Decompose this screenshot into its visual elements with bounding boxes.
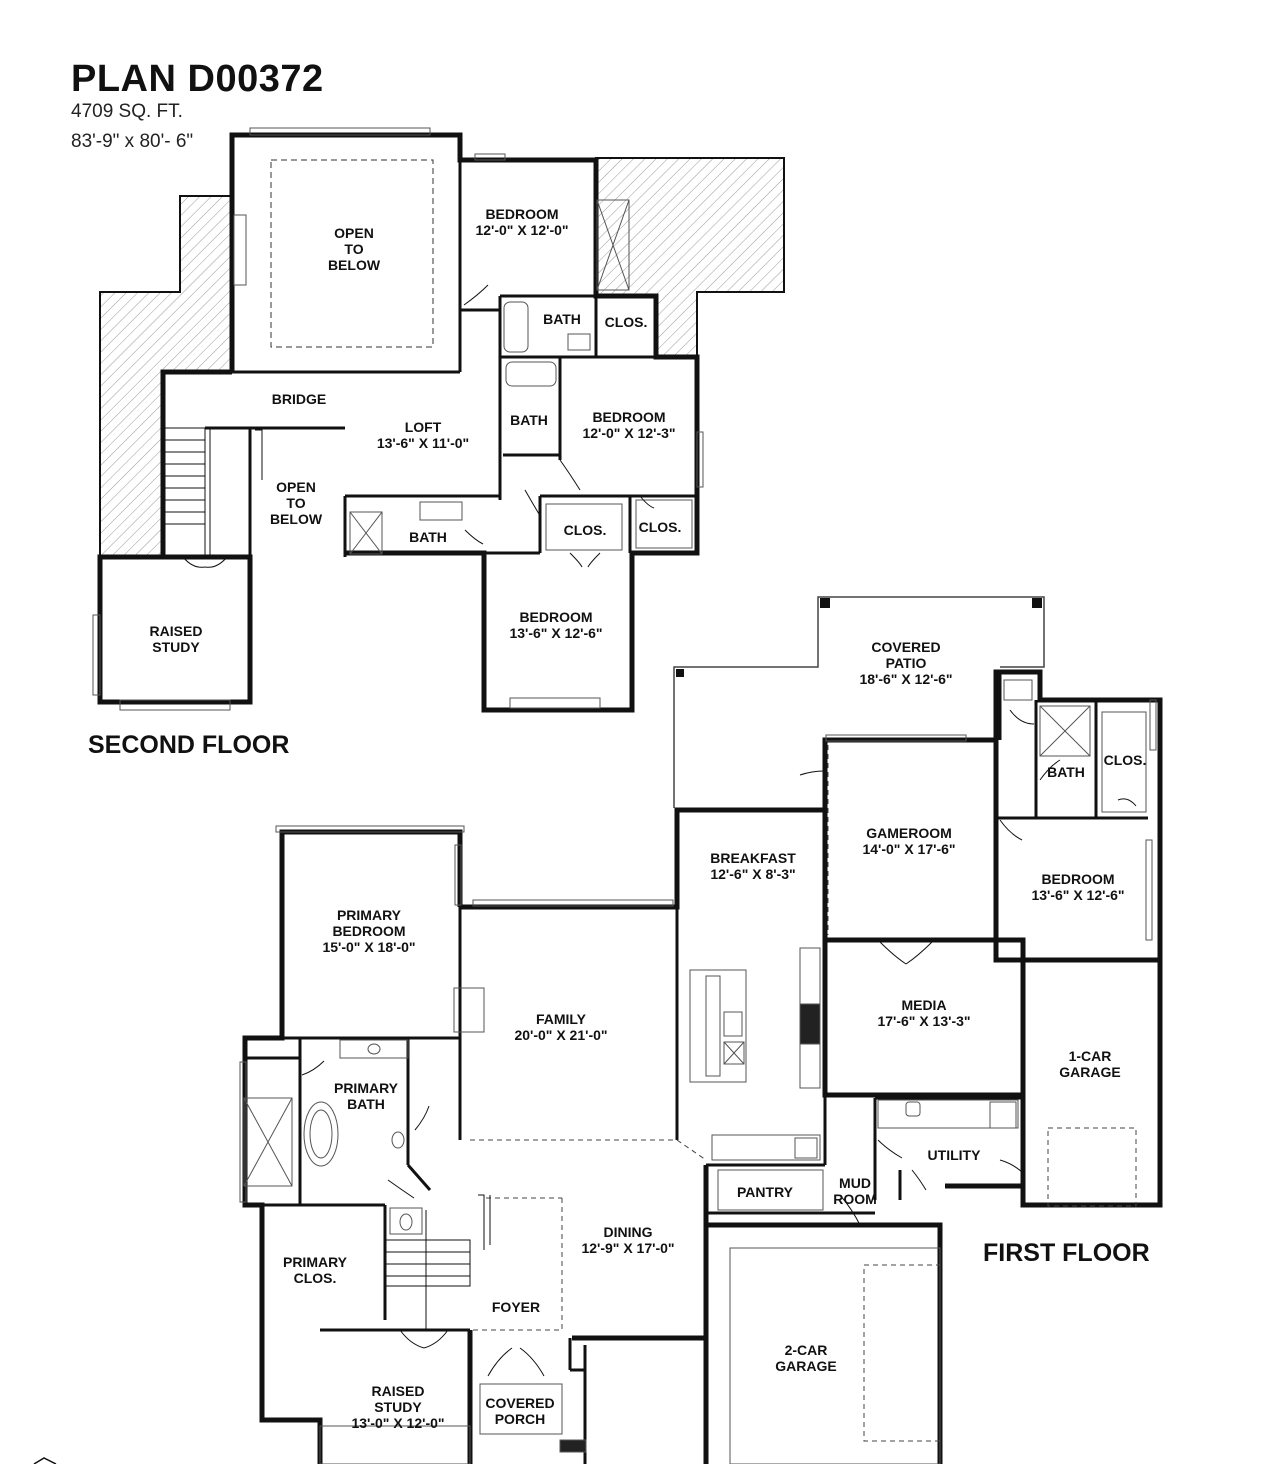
room-label-closet-2c: CLOS.: [638, 519, 682, 535]
room-label-bath-2c: BATH: [409, 529, 447, 545]
room-label-utility: UTILITY: [927, 1147, 981, 1163]
second-floor-plan: [92, 127, 785, 713]
plan-dimensions: 83'-9" x 80'- 6": [71, 131, 194, 152]
room-label-raised-study-upper: RAISED STUDY: [149, 623, 203, 655]
roof-area-left: [99, 195, 233, 558]
room-label-bath-1a: BATH: [1047, 764, 1085, 780]
room-label-bridge: BRIDGE: [271, 391, 327, 407]
first-floor-stairs: [385, 1194, 491, 1330]
room-label-open-to-below-upper: OPEN TO BELOW: [327, 225, 381, 273]
room-label-bath-2b: BATH: [510, 412, 548, 428]
room-label-primary-closet: PRIMARY CLOS.: [282, 1254, 348, 1286]
room-label-closet-2b: CLOS.: [563, 522, 607, 538]
room-label-1-car-garage: 1-CAR GARAGE: [1059, 1048, 1121, 1080]
second-floor-stairs: [164, 427, 263, 557]
room-label-mud-room: MUD ROOM: [833, 1175, 877, 1207]
open-to-below-area: [270, 159, 434, 348]
first-floor-label: FIRST FLOOR: [983, 1239, 1150, 1267]
room-label-bath-2a: BATH: [543, 311, 581, 327]
first-floor-plan: [33, 596, 1163, 1464]
room-label-closet-2a: CLOS.: [604, 314, 648, 330]
covered-patio-outline: [673, 596, 1045, 808]
plan-area: 4709 SQ. FT.: [71, 101, 183, 122]
wall-outline-first-floor: [460, 669, 1163, 1208]
room-label-closet-1a: CLOS.: [1103, 752, 1147, 768]
room-label-pantry: PANTRY: [737, 1184, 793, 1200]
room-label-2-car-garage: 2-CAR GARAGE: [775, 1342, 837, 1374]
room-label-foyer: FOYER: [491, 1299, 541, 1315]
second-floor-label: SECOND FLOOR: [88, 731, 290, 759]
wall-outline-north: [229, 132, 700, 713]
room-label-open-to-below-lower: OPEN TO BELOW: [269, 479, 323, 527]
plan-title: PLAN D00372: [71, 58, 324, 100]
room-label-covered-porch: COVERED PORCH: [485, 1395, 555, 1427]
room-label-primary-bath: PRIMARY BATH: [333, 1080, 399, 1112]
